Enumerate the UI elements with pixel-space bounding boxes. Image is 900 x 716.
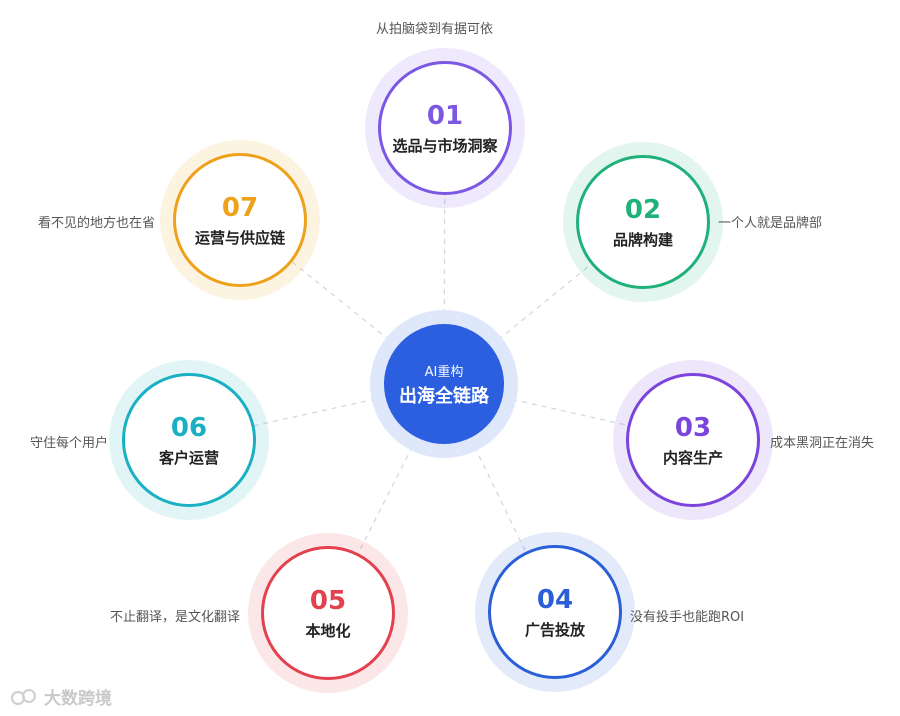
node-01: 01 选品与市场洞察 [365, 48, 525, 208]
tagline-05: 不止翻译，是文化翻译 [110, 610, 241, 625]
node-03: 03 内容生产 [613, 360, 773, 520]
node-number: 07 [221, 192, 259, 223]
node-ring: 02 品牌构建 [576, 155, 710, 289]
node-ring: 01 选品与市场洞察 [378, 61, 512, 195]
node-05: 05 本地化 [248, 533, 408, 693]
node-ring: 03 内容生产 [626, 373, 760, 507]
node-label: 选品与市场洞察 [392, 136, 498, 155]
node-ring: 06 客户运营 [122, 373, 256, 507]
tagline-06: 守住每个用户 [30, 436, 109, 451]
tagline-02: 一个人就是品牌部 [718, 216, 823, 231]
node-number: 05 [309, 585, 347, 616]
node-04: 04 广告投放 [475, 532, 635, 692]
center-subtitle: AI重构 [424, 364, 464, 380]
center-title: 出海全链路 [399, 385, 489, 407]
tagline-07: 看不见的地方也在省 [38, 216, 156, 231]
node-07: 07 运营与供应链 [160, 140, 320, 300]
node-label: 内容生产 [662, 448, 723, 467]
node-ring: 07 运营与供应链 [173, 153, 307, 287]
node-label: 品牌构建 [612, 230, 673, 249]
node-number: 02 [624, 194, 662, 225]
node-label: 客户运营 [158, 448, 219, 467]
node-06: 06 客户运营 [109, 360, 269, 520]
watermark-text: 大数跨境 [44, 689, 112, 709]
watermark: 大数跨境 [10, 684, 112, 709]
tagline-04: 没有投手也能跑ROI [630, 610, 745, 625]
node-number: 06 [170, 412, 208, 443]
node-label: 运营与供应链 [194, 228, 285, 247]
node-label: 广告投放 [524, 620, 585, 639]
node-02: 02 品牌构建 [563, 142, 723, 302]
node-number: 04 [536, 584, 574, 615]
center-core: AI重构 出海全链路 [384, 324, 504, 444]
tagline-01: 从拍脑袋到有据可依 [376, 22, 494, 37]
node-ring: 05 本地化 [261, 546, 395, 680]
center-hub: AI重构 出海全链路 [370, 310, 518, 458]
node-label: 本地化 [305, 621, 351, 640]
node-number: 03 [674, 412, 712, 443]
watermark-logo-icon [11, 688, 36, 705]
tagline-03: 成本黑洞正在消失 [770, 436, 875, 451]
node-number: 01 [426, 100, 464, 131]
node-ring: 04 广告投放 [488, 545, 622, 679]
